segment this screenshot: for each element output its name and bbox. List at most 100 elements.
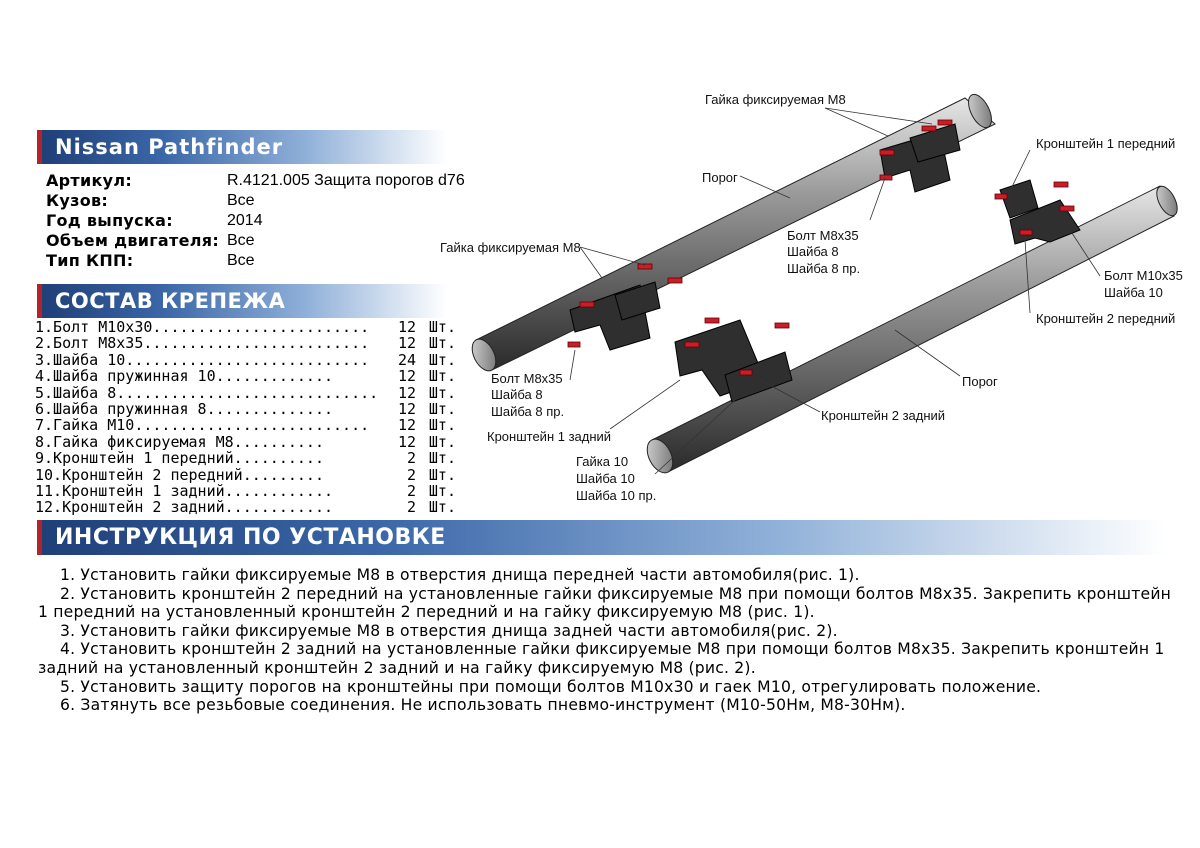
fastener-qty: 2 bbox=[406, 449, 416, 468]
fastener-qty: 12 bbox=[397, 367, 416, 386]
label-bolt-m8-mid-3: Шайба 8 пр. bbox=[787, 261, 860, 276]
label-bolt-m8-left-2: Шайба 8 bbox=[491, 387, 543, 402]
label-bolt-m8-mid-2: Шайба 8 bbox=[787, 244, 839, 259]
bracket-upper-rear bbox=[569, 281, 661, 351]
label-bolt-m10-2: Шайба 10 bbox=[1104, 285, 1163, 300]
fastener-unit: Шт. bbox=[428, 334, 456, 353]
label-nut10-2: Шайба 10 bbox=[576, 471, 635, 486]
fastener-row: 8.Гайка фиксируемая М8.......... 12 Шт. bbox=[35, 432, 456, 451]
fastener-qty: 12 bbox=[397, 383, 416, 402]
label-bolt-m8-left-1: Болт М8х35 bbox=[491, 371, 563, 386]
fastener-row: 9.Кронштейн 1 передний.......... 2 Шт. bbox=[35, 449, 456, 468]
fastener-unit: Шт. bbox=[428, 498, 456, 517]
fastener-row: 5.Шайба 8............................. 12… bbox=[35, 383, 456, 402]
spec-value: Все bbox=[227, 252, 255, 269]
fastener-row: 10.Кронштейн 2 передний......... 2 Шт. bbox=[35, 465, 456, 484]
fastener-unit: Шт. bbox=[428, 350, 456, 369]
fastener-qty: 12 bbox=[397, 318, 416, 336]
label-nut10-3: Шайба 10 пр. bbox=[576, 488, 656, 503]
fastener-name: 2.Болт М8х35......................... bbox=[35, 335, 370, 352]
fastener-qty: 2 bbox=[406, 481, 416, 500]
fastener-name: 5.Шайба 8............................. bbox=[35, 384, 379, 401]
fastener-unit: Шт. bbox=[428, 449, 456, 468]
fastener-unit: Шт. bbox=[428, 383, 456, 402]
fastener-name: 9.Кронштейн 1 передний.......... bbox=[35, 450, 324, 467]
instruction-step: 1. Установить гайки фиксируемые М8 в отв… bbox=[60, 566, 860, 584]
fastener-row: 1.Болт М10х30........................ 12 Ш… bbox=[35, 318, 456, 336]
fastener-row: 3.Шайба 10........................... 24 Ш… bbox=[35, 350, 456, 369]
fastener-row: 7.Гайка М10.......................... 12 Ш… bbox=[35, 416, 456, 435]
fastener-name: 3.Шайба 10........................... bbox=[35, 351, 370, 369]
spec-label: Кузов: bbox=[46, 191, 109, 210]
spec-row: Кузов: Все bbox=[46, 191, 465, 211]
label-nut10-1: Гайка 10 bbox=[576, 454, 628, 469]
fastener-row: 4.Шайба пружинная 10............. 12 Шт. bbox=[35, 367, 456, 386]
fastener-unit: Шт. bbox=[428, 465, 456, 484]
fastener-name: 1.Болт М10х30........................ bbox=[35, 319, 370, 336]
fastener-qty: 2 bbox=[406, 498, 416, 517]
fastener-qty: 2 bbox=[406, 465, 416, 484]
spec-row: Тип КПП: Все bbox=[46, 251, 465, 271]
label-nut-m8-left: Гайка фиксируемая М8 bbox=[440, 240, 581, 255]
fastener-qty: 12 bbox=[397, 432, 416, 451]
label-bracket-1-front: Кронштейн 1 передний bbox=[1036, 136, 1175, 151]
fastener-unit: Шт. bbox=[428, 432, 456, 451]
bracket-upper-front bbox=[879, 123, 961, 193]
product-title-band: Nissan Pathfinder bbox=[37, 130, 447, 164]
label-bolt-m8-mid-1: Болт М8х35 bbox=[787, 228, 859, 243]
fastener-row: 12.Кронштейн 2 задний............ 2 Шт. bbox=[35, 498, 456, 517]
instructions-list: 1. Установить гайки фиксируемые М8 в отв… bbox=[38, 566, 1178, 715]
fastener-qty: 24 bbox=[397, 350, 416, 369]
label-sill-top: Порог bbox=[702, 170, 738, 185]
label-bracket-1-rear: Кронштейн 1 задний bbox=[487, 429, 611, 444]
fastener-unit: Шт. bbox=[428, 399, 456, 418]
spec-label: Артикул: bbox=[46, 171, 133, 190]
spec-value: 2014 bbox=[227, 212, 263, 229]
fastener-name: 10.Кронштейн 2 передний......... bbox=[35, 466, 324, 483]
label-bolt-m10-1: Болт М10х35 bbox=[1104, 268, 1183, 283]
fastener-unit: Шт. bbox=[428, 367, 456, 386]
fastener-name: 4.Шайба пружинная 10............. bbox=[35, 368, 334, 385]
instruction-step: 6. Затянуть все резьбовые соединения. Не… bbox=[60, 696, 906, 715]
instruction-step: 4. Установить кронштейн 2 задний на уста… bbox=[38, 640, 1165, 677]
label-sill-bottom: Порог bbox=[962, 374, 998, 389]
instructions-heading: ИНСТРУКЦИЯ ПО УСТАНОВКЕ bbox=[55, 525, 446, 550]
spec-row: Артикул: R.4121.005 Защита порогов d76 bbox=[46, 171, 465, 191]
fastener-qty: 12 bbox=[397, 416, 416, 435]
fastener-name: 12.Кронштейн 2 задний............ bbox=[35, 499, 334, 516]
fastener-name: 6.Шайба пружинная 8.............. bbox=[35, 400, 334, 418]
product-title: Nissan Pathfinder bbox=[55, 135, 284, 159]
fasteners-heading-band: СОСТАВ КРЕПЕЖА bbox=[37, 284, 447, 318]
spec-label: Год выпуска: bbox=[46, 211, 173, 230]
label-bracket-2-front: Кронштейн 2 передний bbox=[1036, 311, 1175, 326]
fastener-name: 7.Гайка М10.......................... bbox=[35, 417, 370, 434]
spec-value: R.4121.005 Защита порогов d76 bbox=[227, 172, 465, 189]
fastener-name: 8.Гайка фиксируемая М8.......... bbox=[35, 433, 324, 451]
fastener-name: 11.Кронштейн 1 задний............ bbox=[35, 482, 334, 500]
instruction-step: 2. Установить кронштейн 2 передний на ус… bbox=[38, 584, 1172, 622]
instructions-heading-band: ИНСТРУКЦИЯ ПО УСТАНОВКЕ bbox=[37, 520, 1167, 555]
spec-label: Объем двигателя: bbox=[46, 231, 220, 250]
fastener-unit: Шт. bbox=[428, 318, 456, 336]
spec-label: Тип КПП: bbox=[46, 251, 134, 270]
label-bolt-m8-left-3: Шайба 8 пр. bbox=[491, 404, 564, 419]
spec-table: Артикул: R.4121.005 Защита порогов d76 К… bbox=[46, 171, 465, 271]
bracket-lower-front bbox=[999, 179, 1081, 245]
bracket-lower-rear bbox=[674, 319, 793, 403]
bolt-markers bbox=[567, 119, 1075, 376]
installation-diagram: Гайка фиксируемая М8 Порог Болт М8х35 Ша… bbox=[440, 92, 1183, 503]
leader-lines bbox=[569, 107, 1101, 475]
label-nut-m8-top: Гайка фиксируемая М8 bbox=[705, 92, 846, 107]
instruction-step: 3. Установить гайки фиксируемые М8 в отв… bbox=[60, 621, 838, 640]
fasteners-heading: СОСТАВ КРЕПЕЖА bbox=[55, 289, 286, 313]
fastener-qty: 12 bbox=[397, 334, 416, 353]
spec-row: Объем двигателя: Все bbox=[46, 231, 465, 251]
label-bracket-2-rear: Кронштейн 2 задний bbox=[821, 408, 945, 423]
fastener-row: 2.Болт М8х35......................... 12 Ш… bbox=[35, 334, 456, 353]
fastener-unit: Шт. bbox=[428, 416, 456, 435]
spec-row: Год выпуска: 2014 bbox=[46, 211, 465, 231]
spec-value: Все bbox=[227, 232, 255, 249]
